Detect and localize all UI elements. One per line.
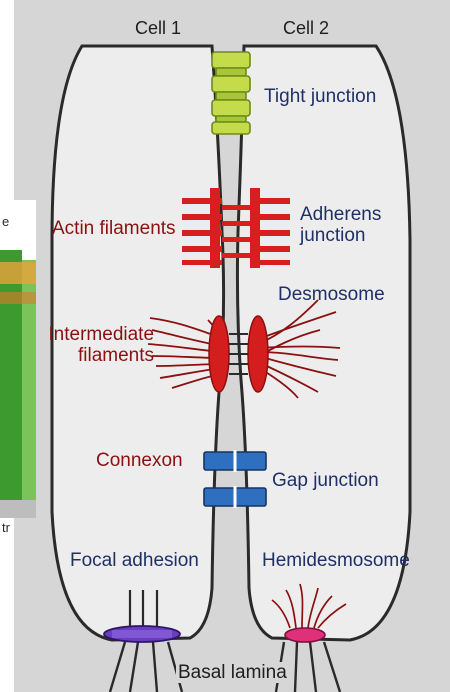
adherens-junction-label: Adherens junction bbox=[300, 204, 381, 247]
cropped-fragment-bottom: tr bbox=[2, 520, 10, 535]
gap-junction-label: Gap junction bbox=[272, 470, 379, 491]
tight-junction bbox=[212, 52, 250, 134]
desmosome-label: Desmosome bbox=[278, 284, 385, 305]
cropped-neighbor-figure bbox=[0, 200, 36, 518]
tight-junction-label: Tight junction bbox=[264, 86, 376, 107]
basal-lamina-label: Basal lamina bbox=[176, 662, 289, 683]
cropped-fragment-top: e bbox=[2, 214, 9, 229]
adherens-label-line1: Adherens bbox=[300, 204, 381, 225]
connexon-label: Connexon bbox=[96, 450, 183, 471]
intermediate-label-line2: filaments bbox=[38, 345, 154, 366]
focal-adhesion-label: Focal adhesion bbox=[70, 550, 199, 571]
intermediate-label-line1: Intermediate bbox=[38, 324, 154, 345]
actin-filaments-label: Actin filaments bbox=[52, 218, 176, 239]
intermediate-filaments-label: Intermediate filaments bbox=[38, 324, 154, 367]
adherens-label-line2: junction bbox=[300, 225, 381, 246]
cell-1-label: Cell 1 bbox=[135, 18, 181, 38]
cell-2-label: Cell 2 bbox=[283, 18, 329, 38]
hemidesmosome-label: Hemidesmosome bbox=[262, 550, 410, 571]
